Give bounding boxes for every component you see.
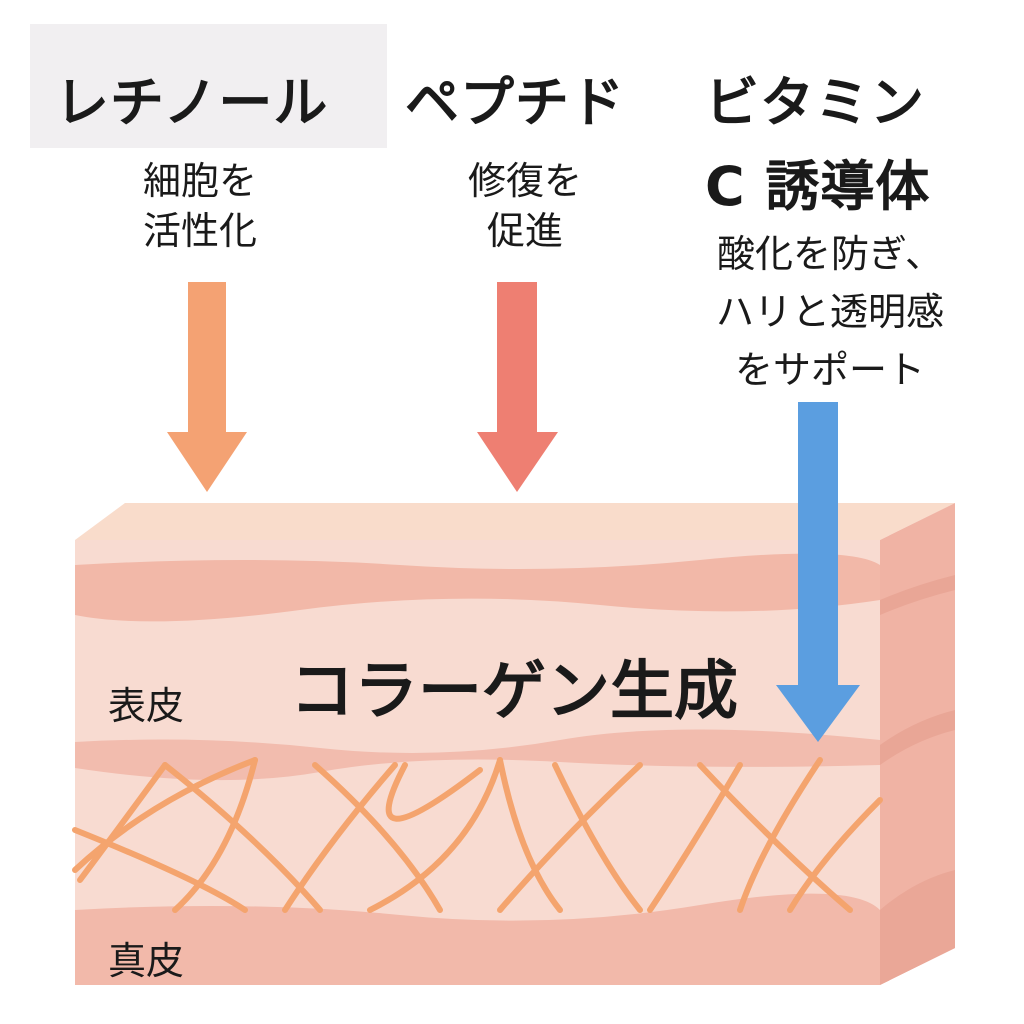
retinol-effect: 細胞を 活性化 xyxy=(100,156,300,256)
peptide-effect: 修復を 促進 xyxy=(425,156,625,256)
retinol-highlight xyxy=(30,24,387,148)
effect-line: 活性化 xyxy=(142,209,257,253)
collagen-label: コラーゲン生成 xyxy=(290,655,738,729)
peptide-title: ペプチド xyxy=(405,71,625,134)
effect-line: 修復を xyxy=(467,159,582,203)
dermis-band xyxy=(75,893,880,985)
arrow-peptide xyxy=(477,282,558,492)
collagen-fibers xyxy=(72,757,883,913)
vitamin-c-title-line2: C 誘導体 xyxy=(705,155,931,218)
effect-line: をサポート xyxy=(734,348,925,392)
vitamin-c-effect: 酸化を防ぎ、 ハリと透明感 をサポート xyxy=(680,225,980,399)
arrow-vitamin-c xyxy=(776,402,860,742)
effect-line: 酸化を防ぎ、 xyxy=(716,232,944,276)
skin-right-face xyxy=(880,503,955,985)
retinol-title: レチノール xyxy=(55,71,329,134)
effect-line: ハリと透明感 xyxy=(715,290,944,334)
arrow-retinol xyxy=(167,282,247,492)
skin-top-face xyxy=(75,503,955,540)
epidermis-label: 表皮 xyxy=(108,684,185,728)
stratum-band xyxy=(75,553,880,622)
effect-line: 促進 xyxy=(486,209,563,253)
effect-line: 細胞を xyxy=(142,159,257,203)
basement-band xyxy=(75,729,880,781)
vitamin-c-title-line1: ビタミン xyxy=(705,71,925,134)
dermis-label: 真皮 xyxy=(108,939,185,983)
